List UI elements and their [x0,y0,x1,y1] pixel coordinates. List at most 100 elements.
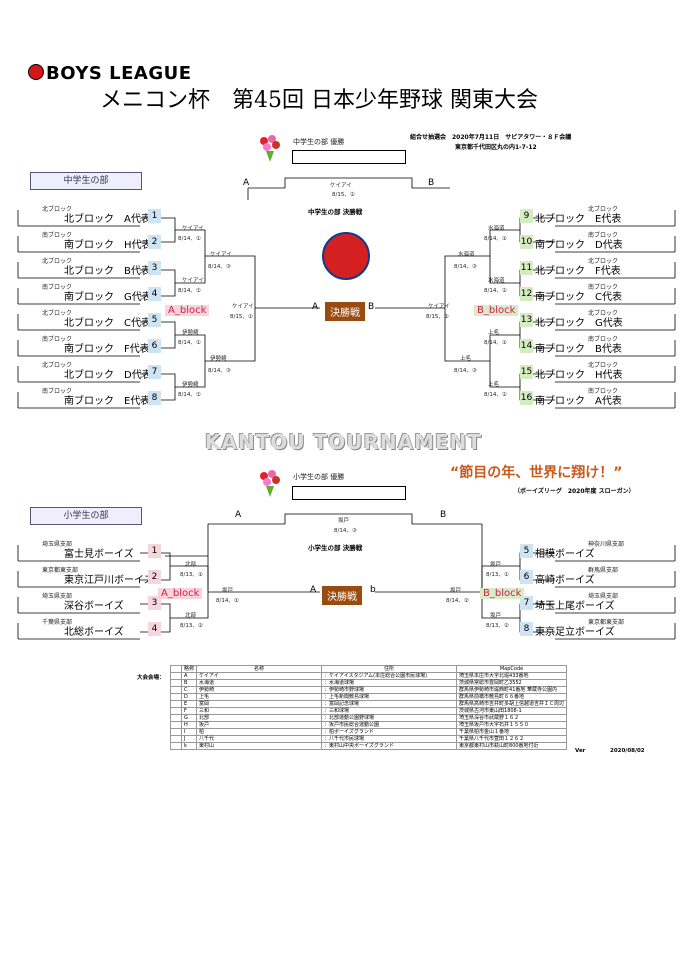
venue-blank-cell [170,735,182,743]
elem-final-date: 8/14、③ [334,528,357,534]
elem-right-team-name: 埼玉上尾ボーイズ [535,601,615,612]
elem-right-region: 東京都東支部 [588,619,625,626]
venue-cell: 三和 [196,707,323,715]
mid-left-seed-number: 3 [148,261,161,275]
mid-l-r1-date-3: 8/14、① [178,340,201,346]
venue-header-address: 住所 [321,665,458,673]
venue-cell: F [180,707,198,715]
elem-left-team-name: 富士見ボーイズ [64,549,134,560]
venue-blank-cell [170,728,182,736]
mid-r-r1-date-3: 8/14、① [484,340,507,346]
venue-cell: ：坂戸市民総合運動公園 [321,721,458,729]
venue-cell: C [180,686,198,694]
meeting-info: 組合せ抽選会 2020年7月11日 サピアタワー・８Ｆ会議 [410,134,572,141]
version-date: 2020/08/02 [610,748,645,754]
middle-final-box: 決勝戦 [325,302,365,321]
elem-right-seed-number: 8 [520,622,533,636]
elem-block-b: B_block [480,588,525,599]
middle-champion-label: 中学生の部 優勝 [293,138,345,146]
middle-label-b: B [428,178,435,188]
venue-blank-cell [170,700,182,708]
meeting-address: 東京都千代田区丸の内1-7-12 [455,144,537,151]
mid-right-team-name: 北ブロック F代表 [535,266,621,277]
mid-left-seed-number: 2 [148,235,161,249]
venue-cell: 東村山 [196,742,323,750]
mid-right-seed-number: 11 [520,261,533,275]
elem-right-team-name: 高崎ボーイズ [535,575,595,586]
mid-r-r1-venue-2: 水海道 [488,278,505,284]
venue-cell: ：伊勢崎市野球場 [321,686,458,694]
venue-cell: I [180,728,198,736]
mid-l-r2-venue-2: 伊勢崎 [210,356,227,362]
mid-left-region: 北ブロック [42,362,73,369]
mid-right-team-name: 北ブロック H代表 [535,370,623,381]
venue-cell: 水海道 [196,679,323,687]
mid-r-r2-venue-1: 水海道 [458,252,475,258]
mid-l-r1-date-4: 8/14、② [178,392,201,398]
elem-final-venue: 坂戸 [338,518,350,524]
venue-cell: 伊勢崎 [196,686,323,694]
venue-cell: ：柏ボーイズグランド [321,728,458,736]
baseball-icon [28,64,44,80]
mid-l-r1-venue-3: 伊勢崎 [182,330,199,336]
mid-r-r1-venue-1: 水海道 [488,226,505,232]
venue-blank-cell [170,742,182,750]
venue-cell: D [180,693,198,701]
mid-right-team-name: 南ブロック B代表 [535,344,622,355]
middle-label-b2: B [368,302,375,312]
bouquet-icon-2 [258,468,282,502]
bouquet-icon [258,133,282,167]
venue-cell: 茨城県古河市東山田1808-1 [456,707,568,715]
mid-l-r1-date-1: 8/14、① [178,236,201,242]
mid-l-r2-date-1: 8/14、③ [208,264,231,270]
venue-blank-cell [170,693,182,701]
mid-right-seed-number: 13 [520,313,533,327]
slogan-sub: （ボーイズリーグ 2020年度 スローガン） [514,488,635,495]
middle-label-a2: A [312,302,319,312]
elem-l-r1-venue-1: 北部 [185,562,197,568]
mid-right-seed-number: 16 [520,391,533,405]
mid-left-region: 北ブロック [42,206,73,213]
mid-r-r1-date-1: 8/14、① [484,236,507,242]
mid-right-region: 北ブロック [588,258,619,265]
elem-left-region: 埼玉県支部 [42,593,73,600]
venue-cell: 上毛 [196,693,323,701]
mid-r-r2-date-2: 8/14、③ [454,368,477,374]
venue-cell: 八千代 [196,735,323,743]
middle-final-title: 中学生の部 決勝戦 [308,208,363,216]
venue-cell: 千葉県柏市金山１番地 [456,728,568,736]
elem-section-banner: 小学生の部 [30,507,142,525]
mid-left-team-name: 南ブロック H代表 [64,240,152,251]
venue-header-row: 略称 名称 住所 MapCode [170,665,568,673]
mid-left-seed-number: 6 [148,339,161,353]
elem-left-region: 千葉県支部 [42,619,73,626]
venue-blank-cell [170,679,182,687]
venue-cell: J [180,735,198,743]
venue-cell: B [180,679,198,687]
mid-right-region: 北ブロック [588,206,619,213]
mid-right-seed-number: 12 [520,287,533,301]
elem-right-seed-number: 6 [520,570,533,584]
mid-left-region: 南ブロック [42,232,73,239]
venue-cell: ケイアイ [196,672,323,680]
venue-cell: k [180,742,198,750]
venue-header-abbr: 略称 [180,665,198,673]
mid-left-seed-number: 5 [148,313,161,327]
venue-cell: 柏 [196,728,323,736]
venue-cell: ：東村山中央ボーイズグランド [321,742,458,750]
venue-label: 大会会場： [137,675,165,681]
mid-left-team-name: 南ブロック G代表 [64,292,152,303]
mid-right-region: 北ブロック [588,310,619,317]
elem-r-r1-date-2: 8/13、② [486,623,509,629]
middle-section-banner: 中学生の部 [30,172,142,190]
venue-cell: 北部 [196,714,323,722]
elem-right-region: 神奈川県支部 [588,541,625,548]
mid-left-team-name: 北ブロック A代表 [64,214,151,225]
mid-left-seed-number: 7 [148,365,161,379]
mid-l-r2-date-2: 8/14、③ [208,368,231,374]
